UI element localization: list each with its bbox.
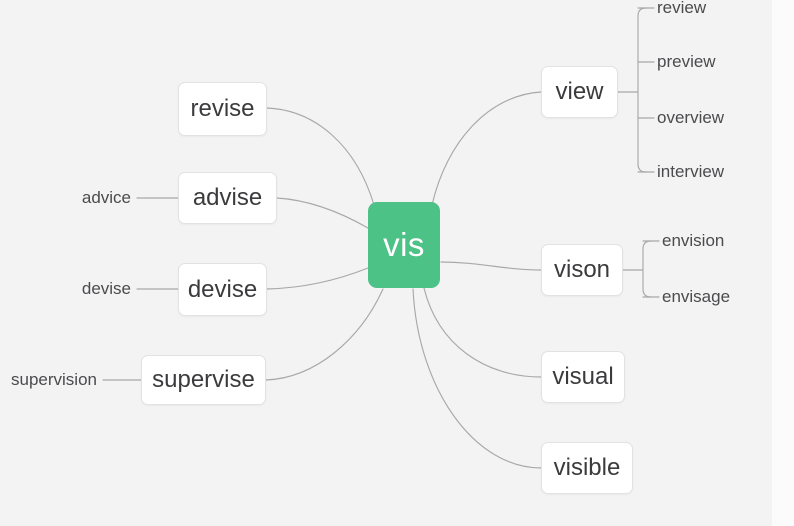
leaf-devise-left-label: devise	[81, 279, 131, 298]
leaf-envisage-label: envisage	[662, 287, 731, 306]
node-visible-label: visible	[553, 454, 621, 481]
leaf-devise-left[interactable]: devise	[0, 277, 131, 301]
node-advise[interactable]: advise	[178, 172, 277, 224]
edge-root-to-devise	[266, 267, 369, 290]
leaf-advice[interactable]: advice	[0, 186, 131, 210]
edge-root-to-visible	[412, 288, 542, 469]
leaf-supervision-label: supervision	[11, 370, 97, 389]
leaf-interview[interactable]: interview	[657, 160, 724, 184]
edge-root-to-vison	[440, 261, 542, 271]
leaf-envision-label: envision	[662, 231, 725, 250]
node-view-label: view	[555, 78, 604, 105]
node-vison-label: vison	[553, 256, 611, 283]
edge-root-to-advise	[276, 197, 369, 229]
node-view[interactable]: view	[541, 66, 618, 118]
root-node-vis[interactable]: vis	[368, 202, 440, 288]
edge-root-to-supervise	[265, 288, 384, 381]
node-advise-label: advise	[192, 184, 263, 211]
node-vison[interactable]: vison	[541, 244, 623, 296]
leaf-advice-label: advice	[81, 188, 131, 207]
node-devise-label: devise	[187, 275, 258, 303]
node-visual-label: visual	[552, 363, 614, 390]
node-visual[interactable]: visual	[541, 351, 625, 403]
root-node-label: vis	[383, 226, 425, 263]
node-revise-label: revise	[190, 95, 255, 122]
bracket-view-children	[637, 7, 647, 173]
node-supervise[interactable]: supervise	[141, 355, 266, 405]
leaf-overview[interactable]: overview	[657, 106, 724, 130]
leaf-preview[interactable]: preview	[657, 50, 716, 74]
bracket-vison-children	[642, 240, 652, 298]
leaf-interview-label: interview	[657, 162, 725, 181]
leaf-envision[interactable]: envision	[662, 229, 724, 253]
node-revise[interactable]: revise	[178, 82, 267, 136]
edge-root-to-view	[431, 91, 542, 206]
edge-root-to-revise	[266, 107, 375, 206]
canvas-right-edge-strip	[772, 0, 794, 526]
edge-root-to-visual	[423, 287, 542, 378]
leaf-review-label: review	[657, 0, 707, 17]
leaf-supervision[interactable]: supervision	[0, 368, 97, 392]
node-devise[interactable]: devise	[178, 263, 267, 316]
leaf-overview-label: overview	[657, 108, 725, 127]
leaf-envisage[interactable]: envisage	[662, 285, 730, 309]
node-visible[interactable]: visible	[541, 442, 633, 494]
leaf-review[interactable]: review	[657, 0, 706, 20]
leaf-preview-label: preview	[657, 52, 716, 71]
node-supervise-label: supervise	[152, 366, 255, 393]
